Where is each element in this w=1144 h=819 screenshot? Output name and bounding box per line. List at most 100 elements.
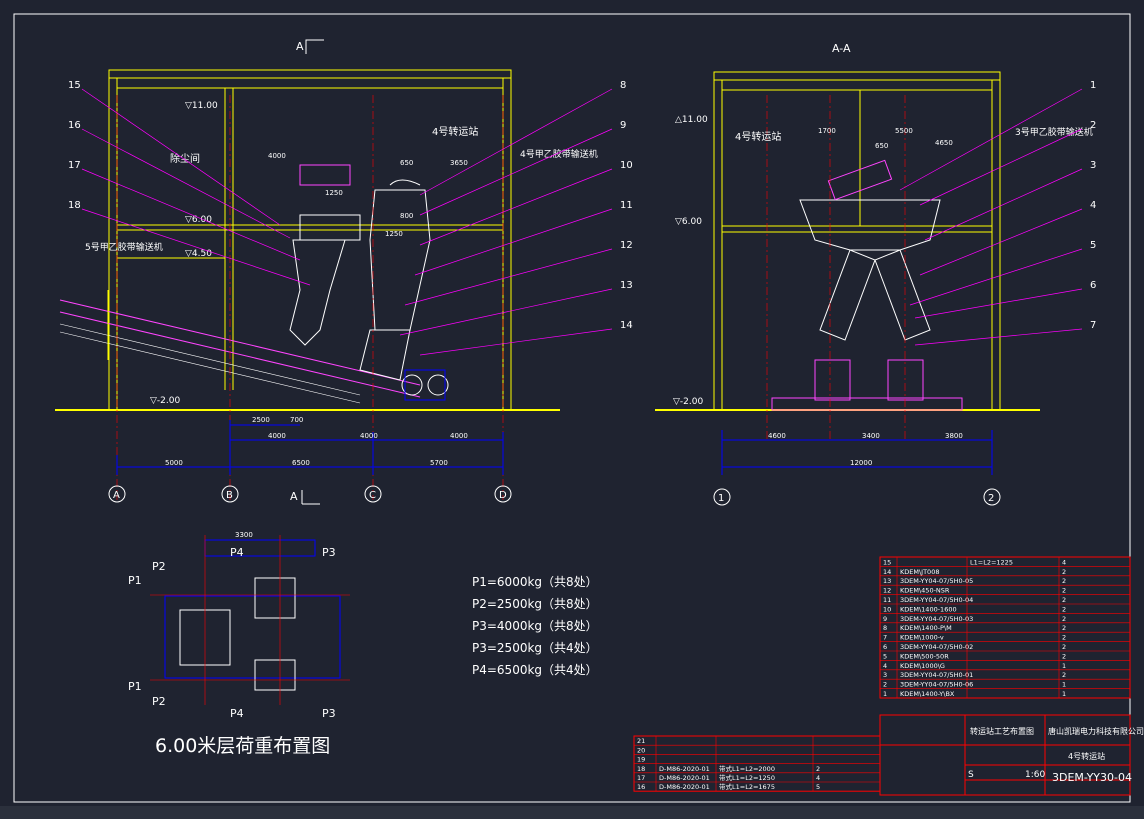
parts-cell: 7 [883, 634, 887, 642]
parts-cell: 11 [883, 596, 891, 604]
right-small-dim-3: 650 [875, 142, 888, 150]
load-label-p3-top: P3 [322, 546, 336, 559]
parts-cell: 10 [883, 605, 891, 613]
left-room-dust-removal: 除尘间 [170, 152, 200, 165]
title-scale: 1:60 [1025, 770, 1045, 780]
right-callouts: 1 2 3 4 5 6 7 [899, 80, 1096, 346]
parts-cell: 3DEM-YY04-07/5H0-04 [900, 596, 973, 604]
right-small-dim-4: 4650 [935, 139, 953, 147]
load-plan: 3300 P1 P2 P4 P3 P1 P2 P4 P3 6.00米层荷重布置图… [128, 531, 598, 757]
lower-parts-cell: 4 [816, 774, 820, 782]
parts-row: 10 KDEM\1400-1600 2 [883, 605, 1066, 613]
left-callout-14: 14 [620, 320, 633, 331]
right-callout-5: 5 [1090, 240, 1096, 251]
load-label-p2-top: P2 [152, 560, 166, 573]
right-small-dim-2: 5500 [895, 127, 913, 135]
lower-parts-cell: 带式L1=L2=1675 [719, 782, 775, 791]
parts-cell: 2 [883, 681, 887, 689]
right-callout-6: 6 [1090, 280, 1096, 291]
lower-parts-cell: 带式L1=L2=1250 [719, 773, 775, 782]
load-label-p1-top: P1 [128, 574, 142, 587]
right-room-transfer-station: 4号转运站 [735, 130, 781, 143]
bottom-status-bar [0, 806, 1144, 819]
load-label-p3-bottom: P3 [322, 707, 336, 720]
load-line-1: P1=6000kg（共8处） [472, 575, 598, 589]
left-callout-18: 18 [68, 200, 81, 211]
load-plan-title: 6.00米层荷重布置图 [155, 735, 330, 757]
parts-cell: 2 [1062, 643, 1066, 651]
parts-cell: 8 [883, 624, 887, 632]
load-label-p4-top: P4 [230, 546, 244, 559]
left-callout-11: 11 [620, 200, 633, 211]
title-drawing-no: 3DEM-YY30-04 [1052, 771, 1132, 784]
parts-cell: L1=L2=1225 [970, 558, 1013, 566]
parts-cell: KDEM\1000-v [900, 634, 944, 642]
title-scale-label: S [968, 770, 974, 780]
left-callout-12: 12 [620, 240, 633, 251]
load-label-p4-bottom: P4 [230, 707, 244, 720]
left-elevation-minus-2: ▽-2.00 [150, 396, 180, 406]
parts-cell: KDEM\1000\G [900, 662, 945, 670]
parts-cell: 2 [1062, 587, 1066, 595]
left-dim-4000-a: 4000 [268, 432, 286, 440]
left-elevation-4-5: ▽4.50 [185, 249, 212, 259]
parts-cell: 3DEM-YY04-07/5H0-05 [900, 577, 973, 585]
load-line-3: P3=4000kg（共8处） [472, 619, 598, 633]
right-callout-2: 2 [1090, 120, 1096, 131]
parts-cell: 3DEM-YY04-07/5H0-01 [900, 671, 973, 679]
parts-cell: KDEM\1400-1600 [900, 605, 957, 613]
lower-parts-cell: 21 [637, 737, 645, 745]
left-dim-5700: 5700 [430, 459, 448, 467]
load-line-5: P4=6500kg（共4处） [472, 663, 598, 677]
left-callout-13: 13 [620, 280, 633, 291]
parts-cell: 2 [1062, 596, 1066, 604]
parts-cell: 1 [1062, 690, 1066, 698]
parts-cell: 1 [1062, 662, 1066, 670]
parts-cell: KDEM\450-NSR [900, 587, 950, 595]
load-line-4: P3=2500kg（共4处） [472, 641, 598, 655]
left-dim-6500: 6500 [292, 459, 310, 467]
parts-cell: 2 [1062, 605, 1066, 613]
left-callout-10: 10 [620, 160, 633, 171]
left-dim-2500: 2500 [252, 416, 270, 424]
left-elevation-11: ▽11.00 [185, 101, 218, 111]
parts-cell: 2 [1062, 671, 1066, 679]
left-small-dim-1: 4000 [268, 152, 286, 160]
left-dim-4000-b: 4000 [360, 432, 378, 440]
parts-cell: 3DEM-YY04-07/5H0-03 [900, 615, 973, 623]
left-dimensions [116, 420, 504, 475]
left-small-dim-5: 1250 [385, 230, 403, 238]
parts-cell: 3DEM-YY04-07/5H0-06 [900, 681, 973, 689]
parts-cell: KDEM\1400-P\M [900, 624, 952, 632]
parts-cell: 9 [883, 615, 887, 623]
parts-cell: 3 [883, 671, 887, 679]
left-callout-15: 15 [68, 80, 81, 91]
title-project: 转运站工艺布置图 [970, 726, 1034, 736]
left-dim-5000: 5000 [165, 459, 183, 467]
lower-parts-cell: 17 [637, 774, 645, 782]
right-dim-3800: 3800 [945, 432, 963, 440]
right-callout-4: 4 [1090, 200, 1096, 211]
left-small-dim-4: 3650 [450, 159, 468, 167]
load-label-p2-bottom: P2 [152, 695, 166, 708]
lower-parts-cell: 2 [816, 765, 820, 773]
title-block: 唐山凯瑞电力科技有限公司 转运站工艺布置图 4号转运站 S 1:60 3DEM-… [879, 714, 1144, 796]
left-section-mark-top: A [296, 40, 304, 53]
title-drawing-name: 4号转运站 [1068, 751, 1105, 761]
parts-cell: 14 [883, 568, 891, 576]
drawing-border [13, 13, 1131, 803]
parts-cell: 4 [1062, 558, 1066, 566]
left-callout-17: 17 [68, 160, 81, 171]
parts-cell: 2 [1062, 624, 1066, 632]
parts-cell: 6 [883, 643, 887, 651]
lower-parts-cell: D-M86-2020-01 [659, 765, 710, 773]
